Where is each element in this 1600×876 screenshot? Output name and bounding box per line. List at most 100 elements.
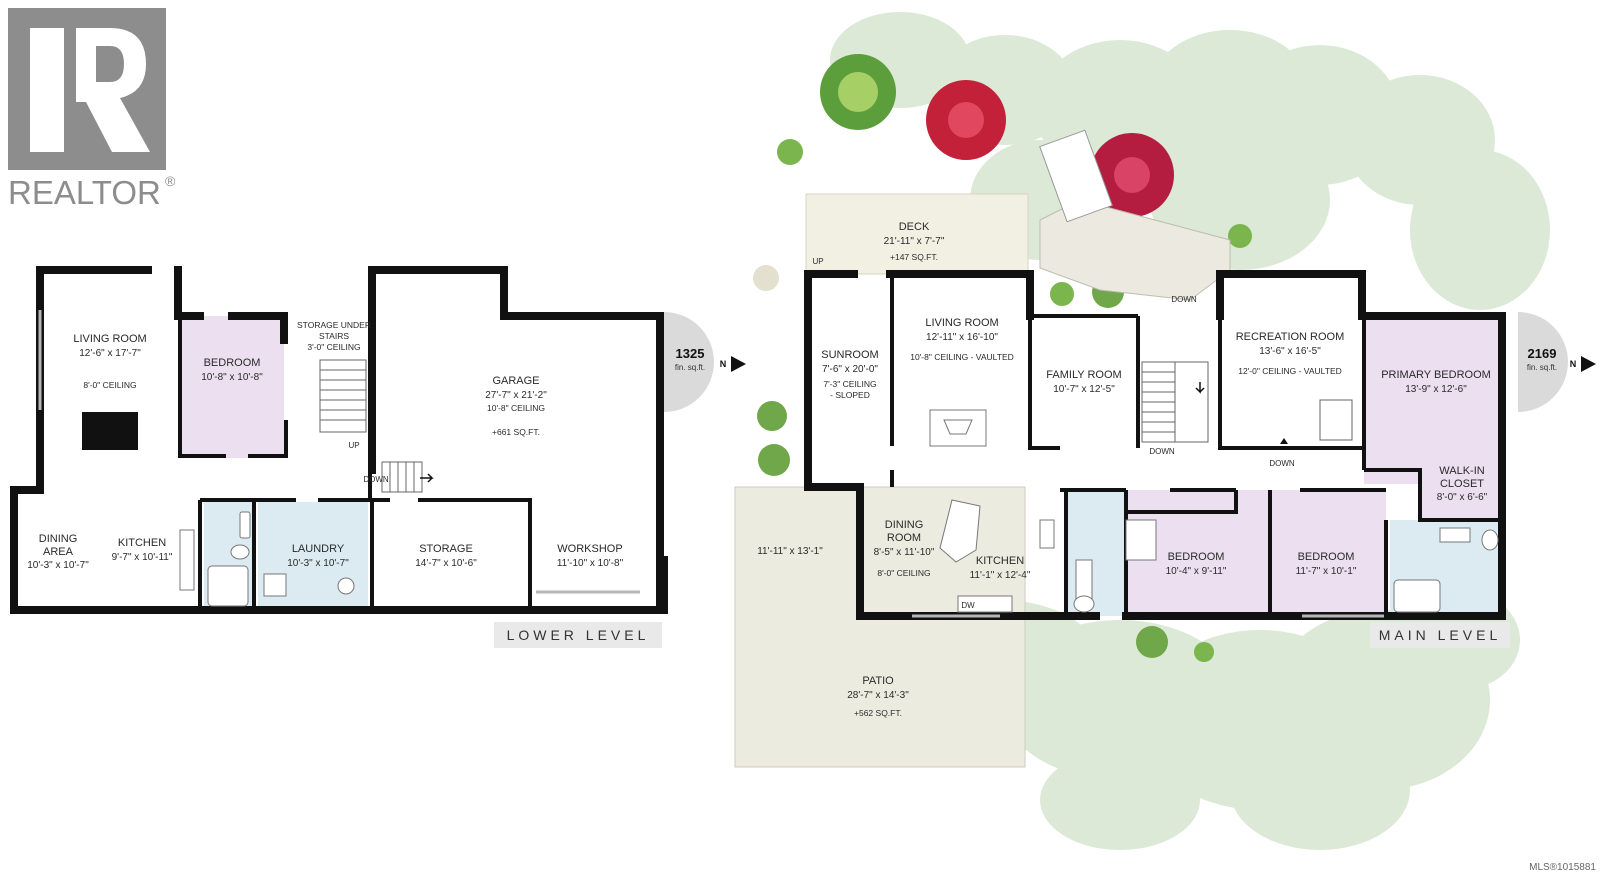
north-arrow-icon — [731, 356, 746, 372]
realtor-wordmark: REALTOR — [8, 174, 161, 211]
main-level-banner-text: MAIN LEVEL — [1379, 627, 1501, 643]
realtor-logo: REALTOR ® — [8, 8, 176, 211]
trees — [753, 54, 1252, 662]
storage-under-stairs-line1: STORAGE UNDER — [297, 320, 371, 330]
workshop-name: WORKSHOP — [557, 543, 622, 555]
north-arrow-icon — [1581, 356, 1596, 372]
primary-bedroom-name: PRIMARY BEDROOM — [1381, 369, 1491, 381]
main-bath-1-fill — [1066, 490, 1126, 616]
shrub — [777, 139, 803, 165]
walk-in-closet-line1: WALK-IN — [1439, 465, 1484, 477]
shrub — [753, 265, 779, 291]
family-room-name: FAMILY ROOM — [1046, 369, 1121, 381]
patio-side-dim: 11'-11" x 13'-1" — [757, 546, 823, 557]
main-stairs — [1141, 361, 1353, 443]
main-kitchen-dim: 11'-1" x 12'-4" — [970, 570, 1031, 581]
exterior-walkway — [1039, 129, 1231, 301]
mls-number: MLS®1015881 — [1529, 862, 1596, 873]
deck-dim: 21'-11" x 7'-7" — [884, 236, 945, 247]
storage-under-stairs-line2: STAIRS — [319, 331, 349, 341]
lower-sqft-badge: 1325 fin. sq.ft. N — [664, 312, 746, 412]
storage-under-stairs-ceiling: 3'-0" CEILING — [307, 342, 360, 352]
main-sqft-badge: 2169 fin. sq.ft. N — [1518, 312, 1596, 412]
lower-bedroom-fill — [180, 316, 284, 458]
garage-name: GARAGE — [492, 375, 539, 387]
lower-sqft-unit: fin. sq.ft. — [675, 363, 705, 372]
lower-dining-line1: DINING — [39, 533, 78, 545]
lower-bedroom-name: BEDROOM — [204, 357, 261, 369]
sunroom-dim: 7'-6" x 20'-0" — [822, 364, 878, 375]
main-level-plan: DECK 21'-11" x 7'-7" +147 SQ.FT. UP SUNR… — [757, 221, 1596, 718]
lower-dining-dim: 10'-3" x 10'-7" — [27, 560, 89, 571]
garage-ceiling: 10'-8" CEILING — [487, 403, 545, 413]
deck-name: DECK — [899, 221, 930, 233]
main-sqft-unit: fin. sq.ft. — [1527, 363, 1557, 372]
main-living-room-name: LIVING ROOM — [925, 317, 998, 329]
primary-bedroom-dim: 13'-9" x 12'-6" — [1405, 384, 1467, 395]
sunroom-ceiling2: - SLOPED — [830, 390, 870, 400]
shrub — [1050, 282, 1074, 306]
deck-area-text: +147 SQ.FT. — [890, 252, 938, 262]
laundry-name: LAUNDRY — [292, 543, 345, 555]
family-room-dim: 10'-7" x 12'-5" — [1053, 384, 1115, 395]
laundry-dim: 10'-3" x 10'-7" — [287, 558, 349, 569]
lower-level-banner-text: LOWER LEVEL — [507, 627, 650, 643]
patio-area — [734, 486, 1026, 768]
workshop-dim: 11'-10" x 10'-8" — [557, 558, 624, 569]
lower-living-room-name: LIVING ROOM — [73, 333, 146, 345]
lower-kitchen-dim: 9'-7" x 10'-11" — [112, 552, 173, 563]
main-living-room-dim: 12'-11" x 16'-10" — [926, 332, 998, 343]
lower-stairs — [319, 359, 423, 493]
sunroom-ceiling1: 7'-3" CEILING — [823, 379, 876, 389]
lower-living-room-dim: 12'-6" x 17'-7" — [79, 348, 141, 359]
dishwasher-label: DW — [961, 601, 975, 610]
garage-dim: 27'-7" x 21'-2" — [485, 390, 547, 401]
main-stair-down-mid: DOWN — [1149, 447, 1175, 456]
lower-north-label: N — [720, 359, 727, 369]
lower-stair-up: UP — [348, 441, 359, 450]
shrub — [758, 444, 790, 476]
main-stair-down-rec: DOWN — [1269, 459, 1295, 468]
shrub — [757, 401, 787, 431]
garage-area: +661 SQ.FT. — [492, 427, 540, 437]
dining-room-line1: DINING — [885, 519, 924, 531]
lower-level-plan: LIVING ROOM 12'-6" x 17'-7" 8'-0" CEILIN… — [10, 266, 746, 648]
main-level-banner: MAIN LEVEL — [1370, 622, 1510, 648]
main-bedroom-a-dim: 10'-4" x 9'-11" — [1166, 566, 1227, 577]
lower-storage-dim: 14'-7" x 10'-6" — [415, 558, 477, 569]
main-bedroom-b-fill — [1270, 490, 1386, 616]
main-sqft-value: 2169 — [1528, 346, 1557, 361]
shrub — [1228, 224, 1252, 248]
lower-fireplace — [82, 412, 138, 450]
lower-sqft-value: 1325 — [676, 346, 705, 361]
patio-dim: 28'-7" x 14'-3" — [847, 690, 909, 701]
walk-in-closet-dim: 8'-0" x 6'-6" — [1437, 492, 1488, 503]
recreation-room-ceiling: 12'-0" CEILING - VAULTED — [1238, 366, 1342, 376]
recreation-room-name: RECREATION ROOM — [1236, 331, 1345, 343]
main-kitchen-name: KITCHEN — [976, 555, 1024, 567]
patio-name: PATIO — [862, 675, 894, 687]
main-living-room-ceiling: 10'-8" CEILING - VAULTED — [910, 352, 1014, 362]
walk-in-closet-line2: CLOSET — [1440, 478, 1484, 490]
lower-bedroom-dim: 10'-8" x 10'-8" — [201, 372, 263, 383]
lower-storage-name: STORAGE — [419, 543, 473, 555]
dining-room-line2: ROOM — [887, 532, 921, 544]
main-stair-down-top: DOWN — [1171, 295, 1197, 304]
patio-area-text: +562 SQ.FT. — [854, 708, 902, 718]
lower-stair-down: DOWN — [363, 475, 389, 484]
dining-room-dim: 8'-5" x 11'-10" — [874, 547, 935, 558]
lower-dining-line2: AREA — [43, 546, 74, 558]
main-bedroom-a-name: BEDROOM — [1168, 551, 1225, 563]
main-bedroom-b-name: BEDROOM — [1298, 551, 1355, 563]
shrub — [1194, 642, 1214, 662]
registered-mark: ® — [165, 173, 176, 189]
shrub — [1136, 626, 1168, 658]
main-north-label: N — [1570, 359, 1577, 369]
dining-room-ceiling: 8'-0" CEILING — [877, 568, 930, 578]
lower-level-banner: LOWER LEVEL — [494, 622, 662, 648]
deck-area — [805, 193, 1029, 275]
recreation-room-dim: 13'-6" x 16'-5" — [1259, 346, 1321, 357]
sunroom-name: SUNROOM — [821, 349, 878, 361]
lower-kitchen-name: KITCHEN — [118, 537, 166, 549]
